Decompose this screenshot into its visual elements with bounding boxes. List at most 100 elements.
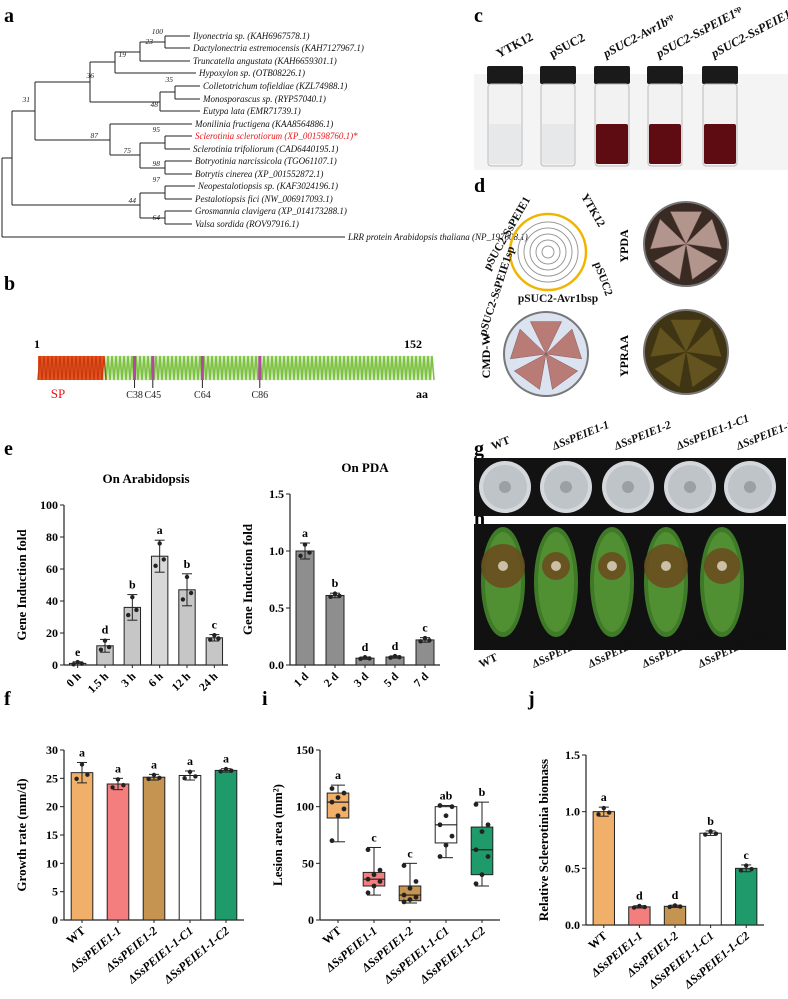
media-label-ypraa: YPRAA bbox=[617, 335, 631, 377]
data-point bbox=[631, 905, 637, 910]
bootstrap-value: 97 bbox=[153, 175, 161, 184]
x-tick-label: ΔSsPEIE1-1-C2 bbox=[160, 924, 232, 987]
tube-cap bbox=[594, 66, 630, 84]
data-point bbox=[298, 553, 303, 558]
cmdw-plate-streak bbox=[545, 353, 579, 390]
data-point bbox=[377, 879, 383, 884]
y-tick-label: 25 bbox=[46, 771, 58, 785]
leaf-label: Botryotinia narcissicola (TGO61107.1) bbox=[195, 156, 337, 166]
data-point bbox=[479, 829, 485, 834]
data-point bbox=[738, 868, 744, 873]
bootstrap-value: 23 bbox=[146, 37, 154, 46]
cysteine-mark bbox=[258, 356, 262, 380]
y-tick-label: 30 bbox=[46, 743, 58, 757]
data-point bbox=[229, 768, 234, 773]
bootstrap-value: 100 bbox=[152, 27, 164, 36]
data-point bbox=[115, 777, 121, 782]
data-point bbox=[672, 903, 678, 908]
data-point bbox=[418, 639, 423, 644]
y-tick-label: 0.0 bbox=[269, 658, 284, 672]
data-point bbox=[153, 563, 158, 568]
data-point bbox=[75, 659, 80, 665]
data-point bbox=[427, 638, 432, 643]
y-tick-label: 60 bbox=[46, 562, 58, 576]
x-tick-label: 24 h bbox=[197, 670, 221, 694]
data-point bbox=[443, 813, 449, 819]
y-tick-label: 0.5 bbox=[565, 861, 580, 875]
data-point bbox=[335, 813, 341, 819]
data-point bbox=[473, 847, 479, 853]
significance-letter: c bbox=[422, 621, 428, 635]
data-point bbox=[151, 772, 157, 778]
x-tick-label: 0 h bbox=[65, 670, 85, 690]
x-tick-label: 6 h bbox=[147, 670, 167, 690]
data-point bbox=[401, 863, 407, 868]
bootstrap-value: 36 bbox=[86, 71, 95, 80]
significance-letter: a bbox=[601, 790, 607, 804]
data-point bbox=[307, 550, 312, 555]
mycelial-plug bbox=[551, 561, 561, 571]
data-point bbox=[184, 574, 190, 580]
y-axis-label: Lesion area (mm²) bbox=[270, 784, 285, 886]
leaf-label: Eutypa lata (EMR71739.1) bbox=[202, 106, 301, 116]
data-point bbox=[329, 799, 335, 805]
data-point bbox=[329, 786, 335, 791]
data-point bbox=[85, 772, 90, 777]
bootstrap-value: 19 bbox=[119, 50, 127, 59]
data-point bbox=[182, 776, 187, 781]
significance-letter: b bbox=[707, 814, 714, 828]
panel-label-f: f bbox=[4, 688, 11, 710]
colony-center bbox=[560, 481, 572, 493]
significance-letter: d bbox=[362, 640, 369, 654]
data-point bbox=[157, 775, 162, 780]
data-point bbox=[121, 782, 126, 788]
sp-label: SP bbox=[51, 386, 65, 401]
leaf-label: Botrytis cinerea (XP_001552872.1) bbox=[195, 169, 323, 179]
cmdw-plate-streak bbox=[545, 328, 583, 360]
tube-label-superscript: sp bbox=[664, 11, 675, 23]
y-tick-label: 0 bbox=[308, 913, 314, 927]
data-point bbox=[110, 785, 115, 790]
yprae-plate-streak bbox=[685, 351, 719, 388]
leaf-label: Grosmannia clavigera (XP_014173288.1) bbox=[195, 206, 347, 216]
bar bbox=[178, 775, 202, 921]
data-point bbox=[337, 593, 342, 599]
data-point bbox=[708, 829, 713, 834]
x-tick-label: 5 d bbox=[382, 670, 402, 690]
leaf-label: Dactylonectria estremocensis (KAH7127967… bbox=[192, 43, 364, 53]
cmdw-plate-streak bbox=[509, 328, 547, 360]
significance-letter: d bbox=[672, 888, 679, 902]
data-point bbox=[365, 876, 371, 882]
colony-label: WT bbox=[490, 434, 513, 452]
data-point bbox=[637, 903, 642, 909]
data-point bbox=[473, 881, 479, 887]
ypda-plate-streak bbox=[649, 218, 687, 250]
data-point bbox=[362, 655, 368, 660]
y-axis-label: Relative Scleerotinia biomass bbox=[536, 759, 551, 921]
ypda-plate-streak bbox=[685, 218, 723, 250]
panel-label-a: a bbox=[4, 5, 14, 27]
data-point bbox=[642, 904, 647, 910]
panel-label-j: j bbox=[527, 688, 535, 710]
leaf-label: LRR protein Arabidopsis thaliana (NP_197… bbox=[347, 232, 528, 242]
significance-letter: d bbox=[392, 639, 399, 653]
chart-title: On Arabidopsis bbox=[102, 471, 189, 486]
mycelial-plug bbox=[498, 561, 508, 571]
tube-label: YTK12 bbox=[494, 30, 536, 61]
cmdw-plate-streak bbox=[513, 353, 547, 390]
colony-label: ΔSsPEIE1-1 bbox=[550, 419, 611, 453]
bootstrap-value: 95 bbox=[153, 125, 161, 134]
tube-red-solution bbox=[596, 124, 628, 164]
data-point bbox=[407, 897, 413, 902]
data-point bbox=[443, 842, 449, 848]
significance-letter: c bbox=[407, 846, 413, 860]
data-point bbox=[157, 541, 162, 546]
y-axis-label: Gene Induction fold bbox=[240, 523, 255, 635]
data-point bbox=[367, 656, 372, 661]
significance-letter: d bbox=[636, 889, 643, 903]
data-point bbox=[437, 803, 443, 808]
bar bbox=[735, 867, 758, 926]
